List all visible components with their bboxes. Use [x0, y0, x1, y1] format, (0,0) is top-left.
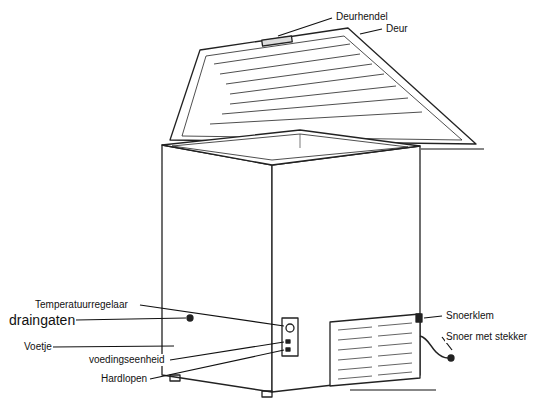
part-label: draingaten: [8, 312, 76, 328]
part-label: Deurhendel: [335, 11, 389, 23]
part-label: Temperatuurregelaar: [34, 299, 129, 311]
part-label: Deur: [385, 23, 409, 35]
part-label: Hardlopen: [100, 373, 148, 385]
part-label: Snoerklem: [445, 310, 495, 322]
part-label: Snoer met stekker: [445, 331, 528, 343]
part-label: voedingseenheid: [88, 354, 166, 366]
part-label: Voetje: [23, 341, 53, 353]
